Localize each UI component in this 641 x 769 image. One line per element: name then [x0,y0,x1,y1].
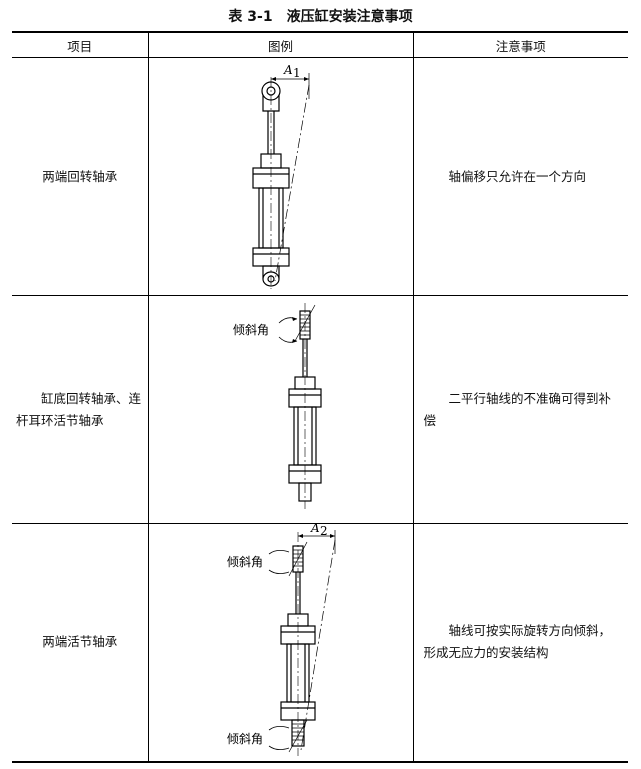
installation-notes-table: 项目 图例 注意事项 两端回转轴承 [12,31,628,763]
table-title: 表 3-1 液压缸安装注意事项 [228,9,413,25]
row-item: 两端回转轴承 [12,57,148,296]
cylinder-both-ends-joint-diagram: A 2 倾斜角 倾斜角 [227,524,335,757]
cylinder-both-ends-pivot-diagram: A 1 [251,63,309,289]
dimension-subscript-2: 2 [320,524,328,538]
dimension-label-a: A [283,63,293,77]
dimension-label-a: A [310,524,320,535]
table-header-row: 项目 图例 注意事项 [12,31,628,58]
table-row: 缸底回转轴承、连杆耳环活节轴承 [12,295,628,524]
row-figure: A 2 倾斜角 倾斜角 [147,523,413,763]
header-item: 项目 [12,31,148,58]
row-note: 轴偏移只允许在一个方向 [412,57,628,296]
row-item: 缸底回转轴承、连杆耳环活节轴承 [12,295,148,524]
table-row: 两端活节轴承 [12,523,628,763]
header-figure: 图例 [147,31,413,58]
tilt-angle-label-top: 倾斜角 [227,555,263,569]
dimension-subscript-1: 1 [293,66,301,80]
tilt-angle-label: 倾斜角 [233,323,269,337]
tilt-angle-label-bottom: 倾斜角 [227,732,263,746]
cylinder-bottom-pivot-rod-joint-diagram: 倾斜角 [233,302,322,509]
row-note: 二平行轴线的不准确可得到补偿 [412,295,628,524]
row-figure: 倾斜角 [147,295,413,524]
table-row: 两端回转轴承 [12,57,628,296]
row-note: 轴线可按实际旋转方向倾斜，形成无应力的安装结构 [412,523,628,763]
row-figure: A 1 [147,57,413,296]
row-item: 两端活节轴承 [12,523,148,763]
header-notes: 注意事项 [412,31,628,58]
